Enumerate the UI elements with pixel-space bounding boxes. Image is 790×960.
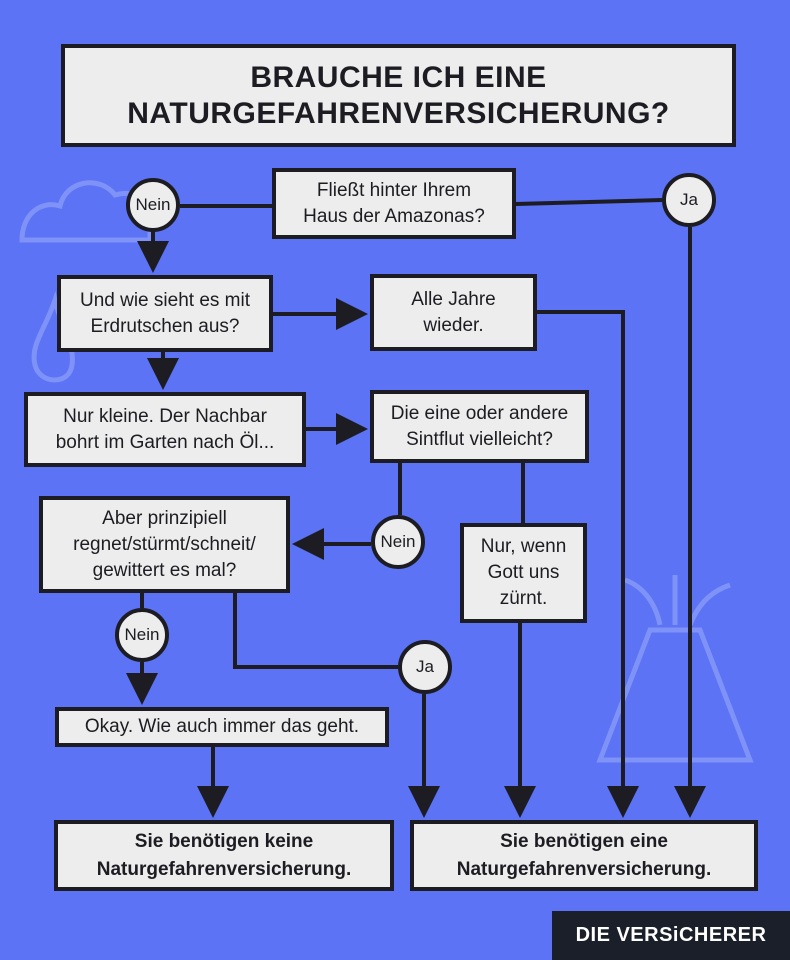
connector-lines xyxy=(126,198,706,818)
answer-gott: Nur, wenn Gott uns zürnt. xyxy=(460,523,587,623)
page-title: BRAUCHE ICH EINE NATURGEFAHRENVERSICHERU… xyxy=(61,44,736,147)
answer-nur-kleine: Nur kleine. Der Nachbar bohrt im Garten … xyxy=(24,392,306,467)
question-amazonas: Fließt hinter Ihrem Haus der Amazonas? xyxy=(272,168,516,239)
answer-okay: Okay. Wie auch immer das geht. xyxy=(55,707,389,747)
volcano-icon xyxy=(596,575,754,763)
decision-nein-prinzipiell: Nein xyxy=(115,608,169,662)
decision-nein-amazonas: Nein xyxy=(126,178,180,232)
question-sintflut: Die eine oder andere Sintflut vielleicht… xyxy=(370,390,589,463)
decision-ja-prinzipiell: Ja xyxy=(398,640,452,694)
brand-logo: DIE VERSiCHERER xyxy=(552,911,790,960)
question-prinzipiell: Aber prinzipiell regnet/stürmt/schneit/ … xyxy=(39,496,290,593)
result-eine-versicherung: Sie benötigen eine Naturgefahrenversiche… xyxy=(410,820,758,891)
question-erdrutsch: Und wie sieht es mit Erdrutschen aus? xyxy=(57,275,273,352)
result-keine-versicherung: Sie benötigen keine Naturgefahrenversich… xyxy=(54,820,394,891)
answer-alle-jahre: Alle Jahre wieder. xyxy=(370,274,537,351)
decision-nein-sintflut: Nein xyxy=(371,515,425,569)
decision-ja-amazonas: Ja xyxy=(662,173,716,227)
